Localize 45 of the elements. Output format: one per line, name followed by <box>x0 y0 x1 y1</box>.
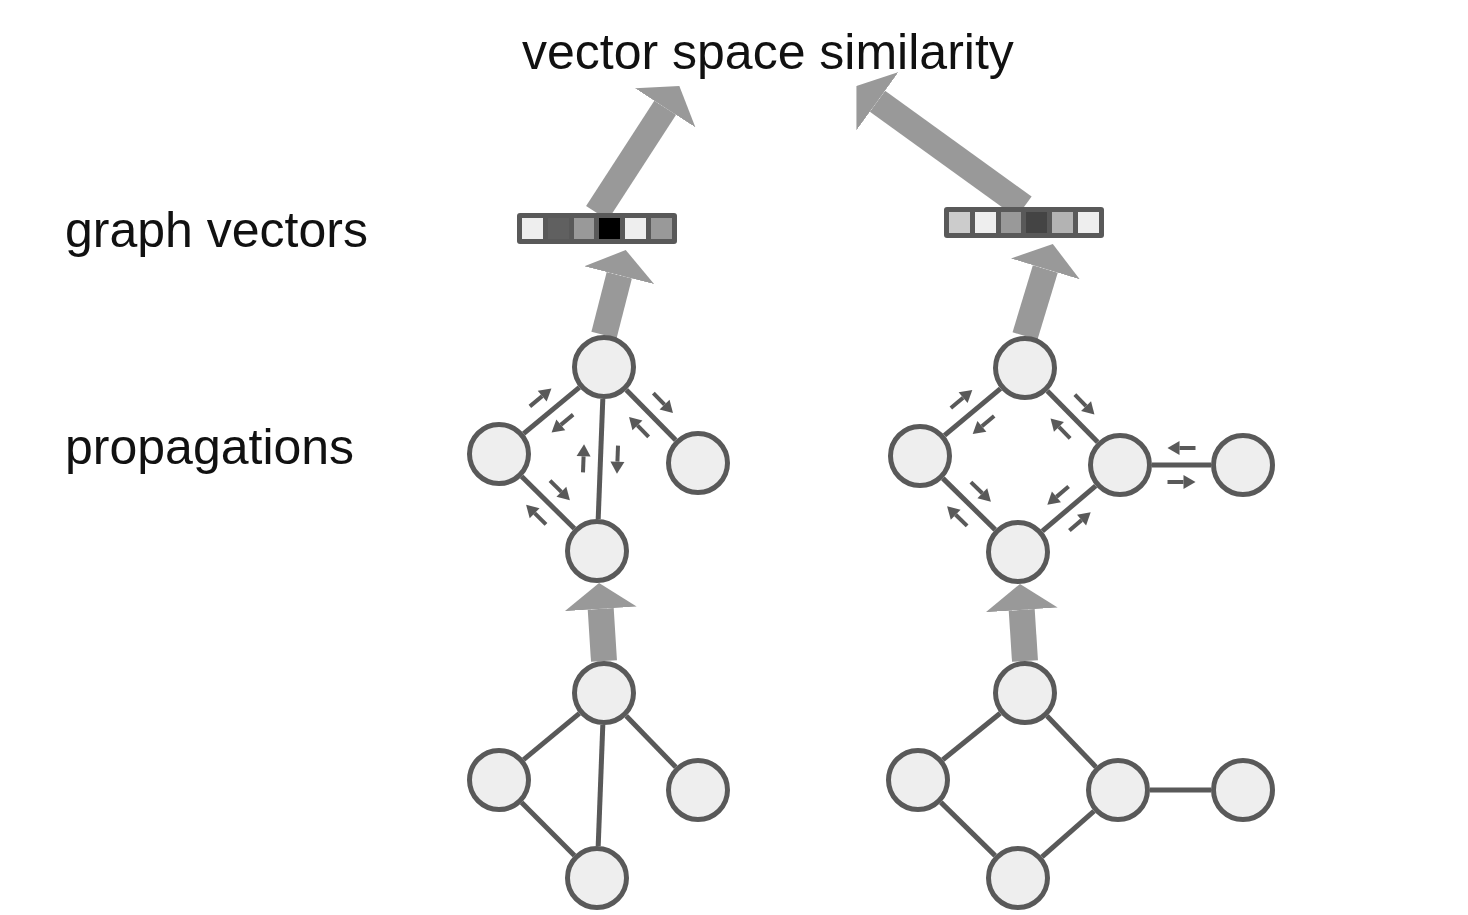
heading-text: vector space similarity <box>522 25 1014 80</box>
graph-node-circle <box>565 519 629 583</box>
graph-edge <box>1150 787 1211 793</box>
row-label: propagations <box>65 420 355 475</box>
graph-edge <box>624 388 678 442</box>
graph-edge <box>939 800 997 858</box>
graph-edge <box>522 385 581 436</box>
graph-node-circle <box>986 846 1050 910</box>
graph-edge <box>519 474 577 531</box>
graph-node-circle <box>1211 433 1275 497</box>
graph-node-circle <box>572 335 636 399</box>
graph-edge <box>942 386 1003 438</box>
graph-node-circle <box>986 520 1050 584</box>
graph-edge <box>595 724 606 847</box>
graph-node-circle <box>1086 758 1150 822</box>
graph-edge <box>941 711 1002 762</box>
graph-node-circle <box>467 422 531 486</box>
graph-edge <box>941 476 997 532</box>
graph-node-circle <box>886 748 950 812</box>
graph-node-circle <box>993 661 1057 725</box>
graph-node-circle <box>467 748 531 812</box>
graph-edge <box>624 714 678 769</box>
graph-node-circle <box>993 336 1057 400</box>
vector-bar <box>944 207 1104 238</box>
graph-edge <box>1040 483 1098 534</box>
graph-node-circle <box>666 431 730 495</box>
block-arrow <box>985 583 1058 662</box>
graph-edge <box>595 398 606 520</box>
graph-node-circle <box>572 661 636 725</box>
block-arrow <box>584 250 655 339</box>
graph-node-circle <box>666 758 730 822</box>
block-arrow <box>564 582 637 662</box>
graph-edge <box>522 711 581 762</box>
graph-node-circle <box>1211 758 1275 822</box>
graph-edge <box>1045 389 1100 444</box>
graph-node-circle <box>1088 433 1152 497</box>
row-label: graph vectors <box>65 203 368 258</box>
graph-node-circle <box>888 424 952 488</box>
block-arrow <box>1010 244 1080 340</box>
vector-bar <box>517 213 677 244</box>
graph-edge <box>1040 809 1096 859</box>
graph-node-circle <box>565 846 629 910</box>
graph-edge <box>1152 462 1211 468</box>
graph-edge <box>519 800 577 858</box>
graph-edge <box>1045 714 1098 769</box>
